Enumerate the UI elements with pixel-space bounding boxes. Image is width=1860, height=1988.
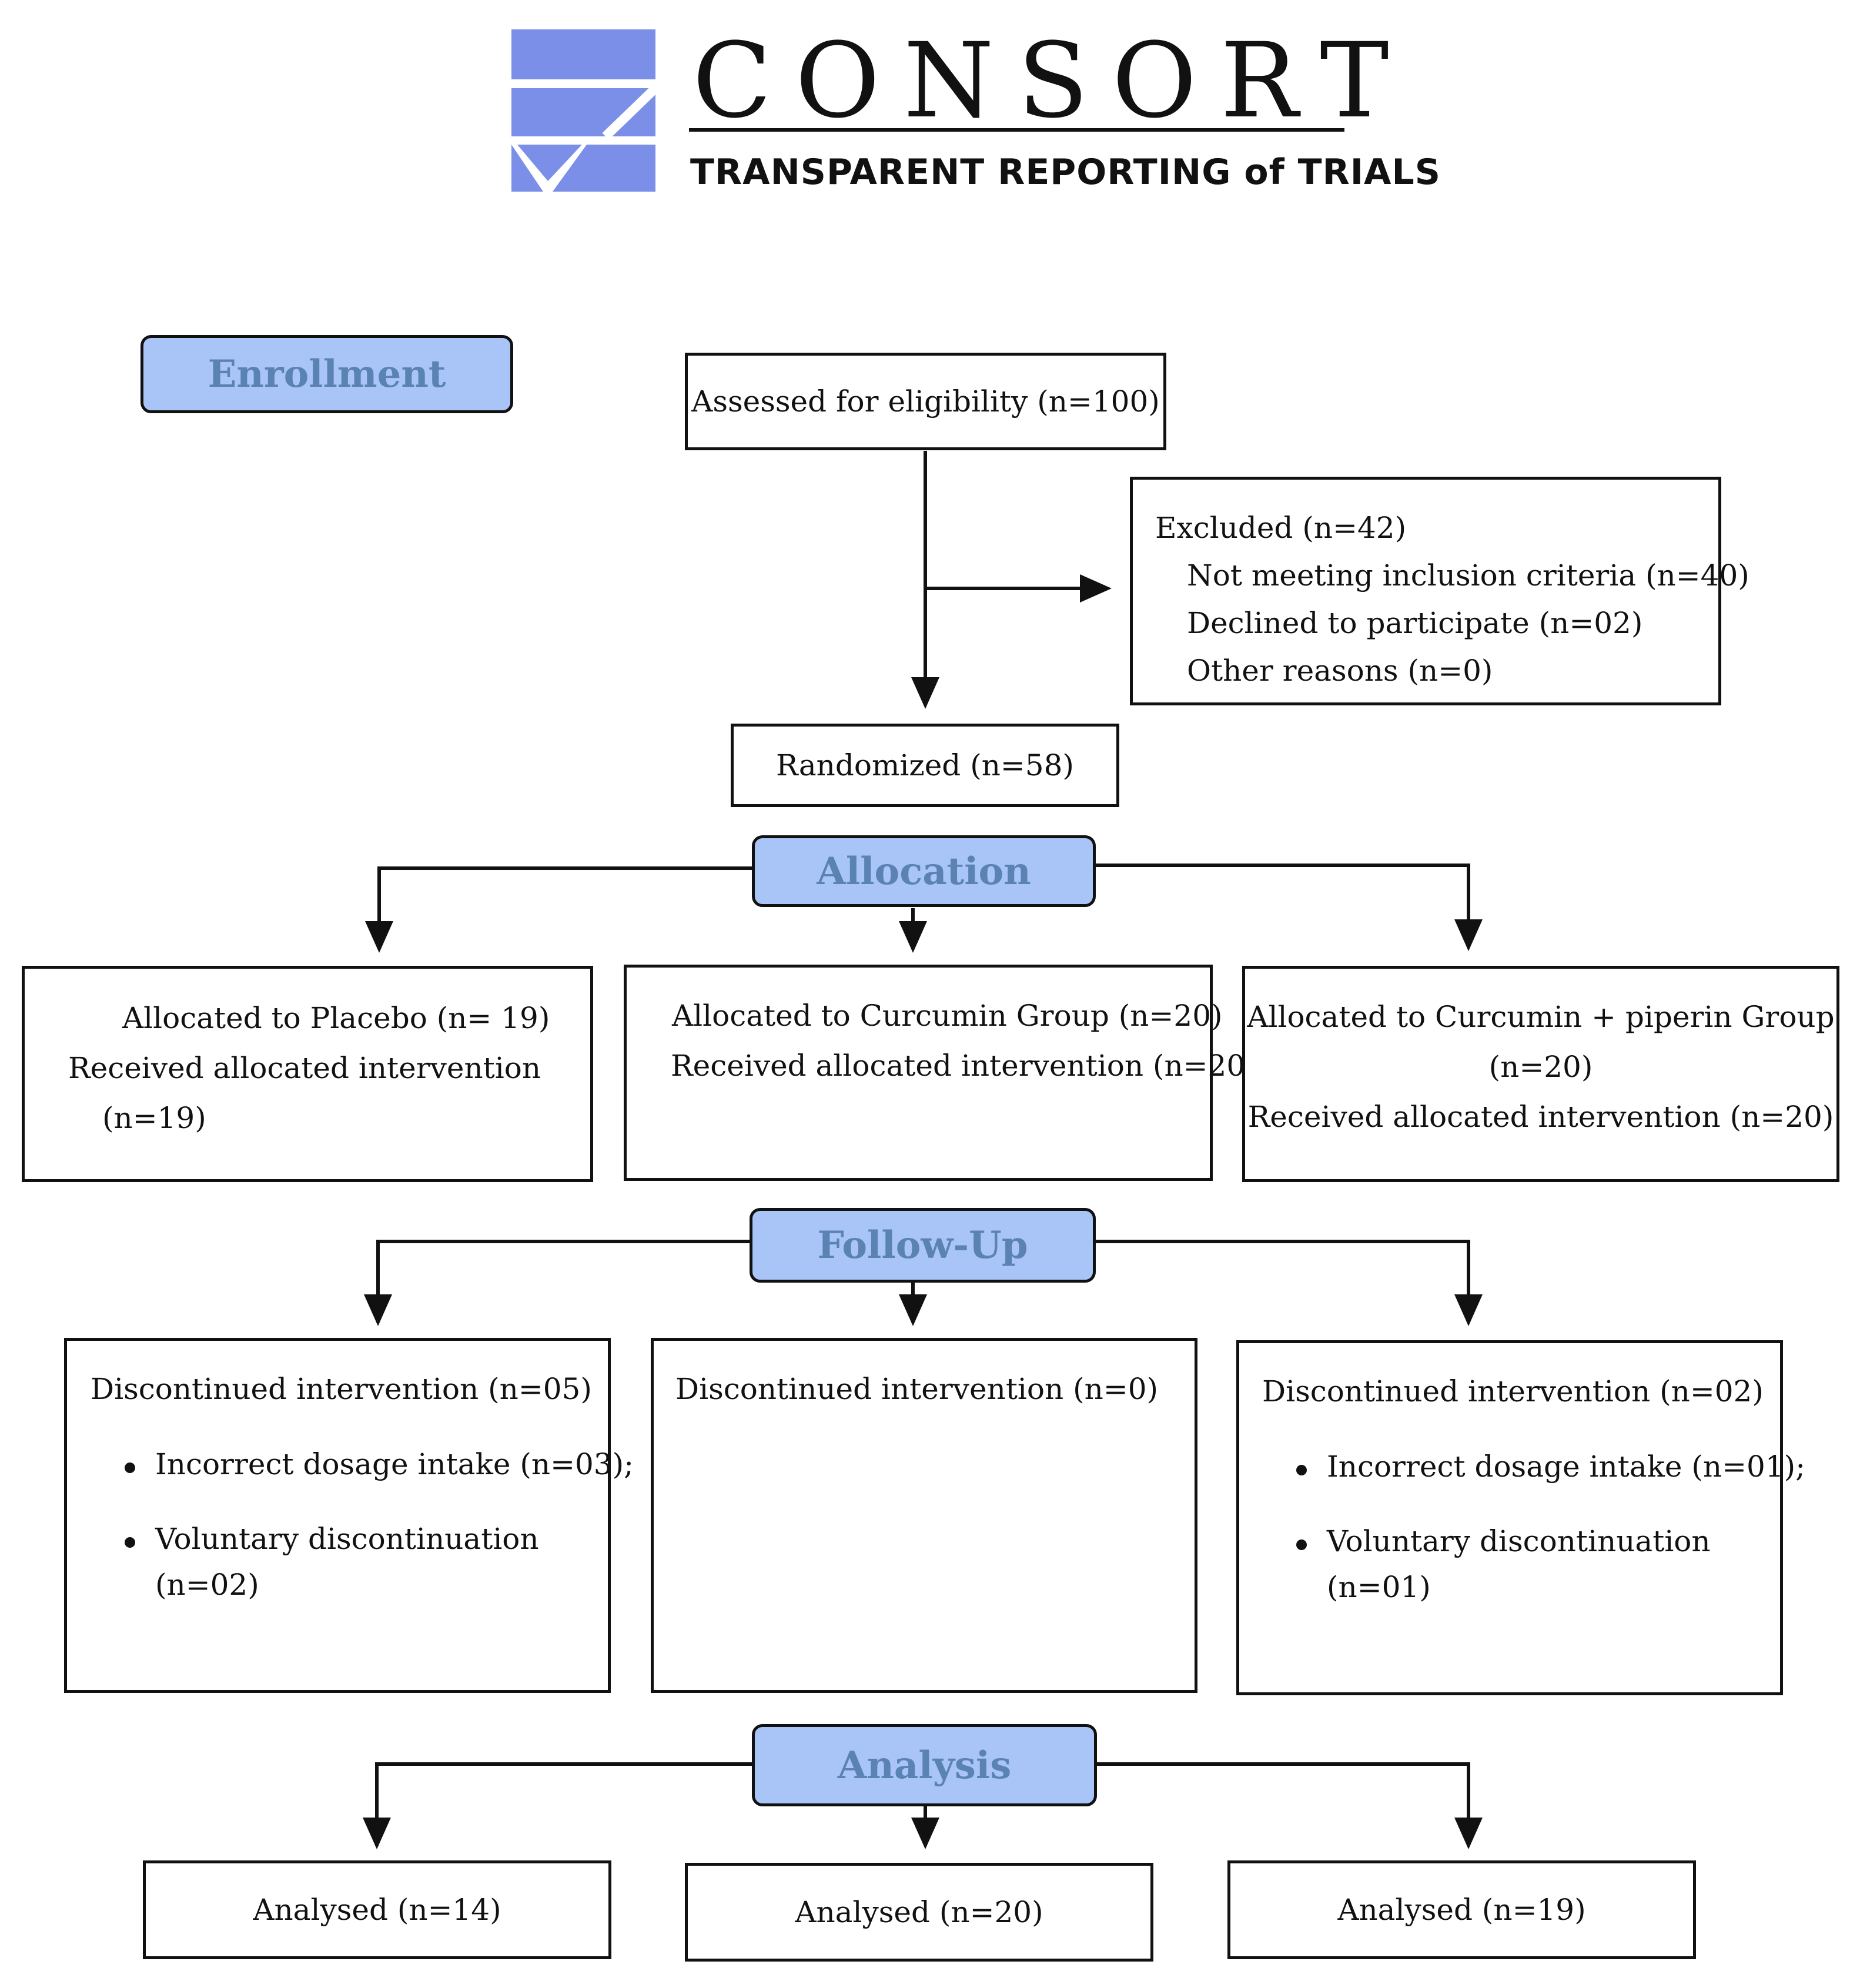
followup-curcumin-piperin-bullet: Incorrect dosage intake (n=01); bbox=[1262, 1444, 1805, 1490]
allocation-curcumin-box: Allocated to Curcumin Group (n=20) Recei… bbox=[624, 965, 1257, 1181]
excluded-reason: Not meeting inclusion criteria (n=40) bbox=[1187, 558, 1749, 593]
stage-analysis: Analysis bbox=[752, 1724, 1097, 1806]
followup-curcumin-box: Discontinued intervention (n=0) bbox=[651, 1338, 1197, 1693]
randomized-text: Randomized (n=58) bbox=[776, 748, 1074, 782]
allocation-curcumin-piperin-line: Allocated to Curcumin + piperin Group bbox=[1247, 1000, 1835, 1034]
randomized-box: Randomized (n=58) bbox=[731, 724, 1119, 807]
consort-wordmark: CONSORT bbox=[693, 21, 1413, 141]
consort-logo: CONSORT TRANSPARENT REPORTING of TRIALS bbox=[511, 29, 1440, 200]
analysis-curcumin-text: Analysed (n=20) bbox=[795, 1895, 1043, 1929]
allocation-curcumin-line: Received allocated intervention (n=20) bbox=[671, 1049, 1257, 1083]
allocation-placebo-box: Allocated to Placebo (n= 19) Received al… bbox=[22, 966, 593, 1182]
followup-placebo-bullet: Incorrect dosage intake (n=03); bbox=[91, 1442, 634, 1488]
followup-placebo-bullet: Voluntary discontinuation bbox=[91, 1517, 608, 1562]
assessed-box: Assessed for eligibility (n=100) bbox=[685, 353, 1166, 450]
followup-placebo-box: Discontinued intervention (n=05) Incorre… bbox=[64, 1338, 634, 1693]
excluded-reason: Other reasons (n=0) bbox=[1187, 654, 1493, 688]
assessed-text: Assessed for eligibility (n=100) bbox=[691, 384, 1160, 419]
followup-curcumin-piperin-title: Discontinued intervention (n=02) bbox=[1262, 1374, 1764, 1408]
arrow-analysis-to-curcumin-piperin bbox=[1096, 1762, 1483, 1849]
stage-enrollment: Enrollment bbox=[140, 335, 513, 413]
analysis-curcumin-piperin-box: Analysed (n=19) bbox=[1227, 1860, 1696, 1959]
allocation-placebo-line: (n=19) bbox=[102, 1101, 206, 1135]
followup-placebo-bullet-cont: (n=02) bbox=[155, 1567, 259, 1602]
arrow-followup-to-curcumin-piperin bbox=[1095, 1240, 1483, 1326]
analysis-placebo-text: Analysed (n=14) bbox=[253, 1893, 501, 1927]
logo-rule bbox=[689, 128, 1344, 132]
allocation-curcumin-piperin-line: (n=20) bbox=[1488, 1050, 1593, 1084]
allocation-curcumin-line: Allocated to Curcumin Group (n=20) bbox=[672, 999, 1223, 1033]
followup-curcumin-piperin-box: Discontinued intervention (n=02) Incorre… bbox=[1236, 1340, 1805, 1695]
arrow-allocation-to-curcumin-piperin bbox=[1095, 864, 1483, 951]
allocation-curcumin-piperin-line: Received allocated intervention (n=20) bbox=[1247, 1100, 1834, 1134]
stage-follow-up: Follow-Up bbox=[750, 1208, 1096, 1283]
stage-allocation: Allocation bbox=[752, 835, 1096, 907]
excluded-title: Excluded (n=42) bbox=[1155, 511, 1407, 545]
excluded-box: Excluded (n=42) Not meeting inclusion cr… bbox=[1130, 477, 1749, 705]
analysis-curcumin-piperin-text: Analysed (n=19) bbox=[1337, 1893, 1586, 1927]
followup-curcumin-piperin-bullet-cont: (n=01) bbox=[1327, 1569, 1431, 1604]
analysis-placebo-box: Analysed (n=14) bbox=[143, 1860, 611, 1959]
excluded-reason: Declined to participate (n=02) bbox=[1187, 606, 1643, 640]
followup-placebo-bullets: Incorrect dosage intake (n=03); Voluntar… bbox=[91, 1442, 634, 1562]
arrow-allocation-to-placebo bbox=[365, 866, 752, 953]
arrow-analysis-to-placebo bbox=[363, 1762, 752, 1849]
consort-tagline: TRANSPARENT REPORTING of TRIALS bbox=[690, 152, 1441, 193]
followup-curcumin-title: Discontinued intervention (n=0) bbox=[675, 1372, 1159, 1406]
followup-curcumin-piperin-bullet: Voluntary discontinuation bbox=[1262, 1519, 1780, 1565]
allocation-curcumin-piperin-box: Allocated to Curcumin + piperin Group (n… bbox=[1242, 966, 1839, 1182]
consort-logo-mark bbox=[511, 29, 658, 192]
followup-placebo-title: Discontinued intervention (n=05) bbox=[91, 1372, 592, 1406]
allocation-placebo-line: Allocated to Placebo (n= 19) bbox=[122, 1001, 550, 1035]
followup-curcumin-piperin-bullets: Incorrect dosage intake (n=01); Voluntar… bbox=[1262, 1444, 1805, 1565]
arrow-followup-to-placebo bbox=[364, 1240, 750, 1326]
analysis-curcumin-box: Analysed (n=20) bbox=[685, 1863, 1153, 1962]
allocation-placebo-line: Received allocated intervention bbox=[68, 1051, 541, 1085]
